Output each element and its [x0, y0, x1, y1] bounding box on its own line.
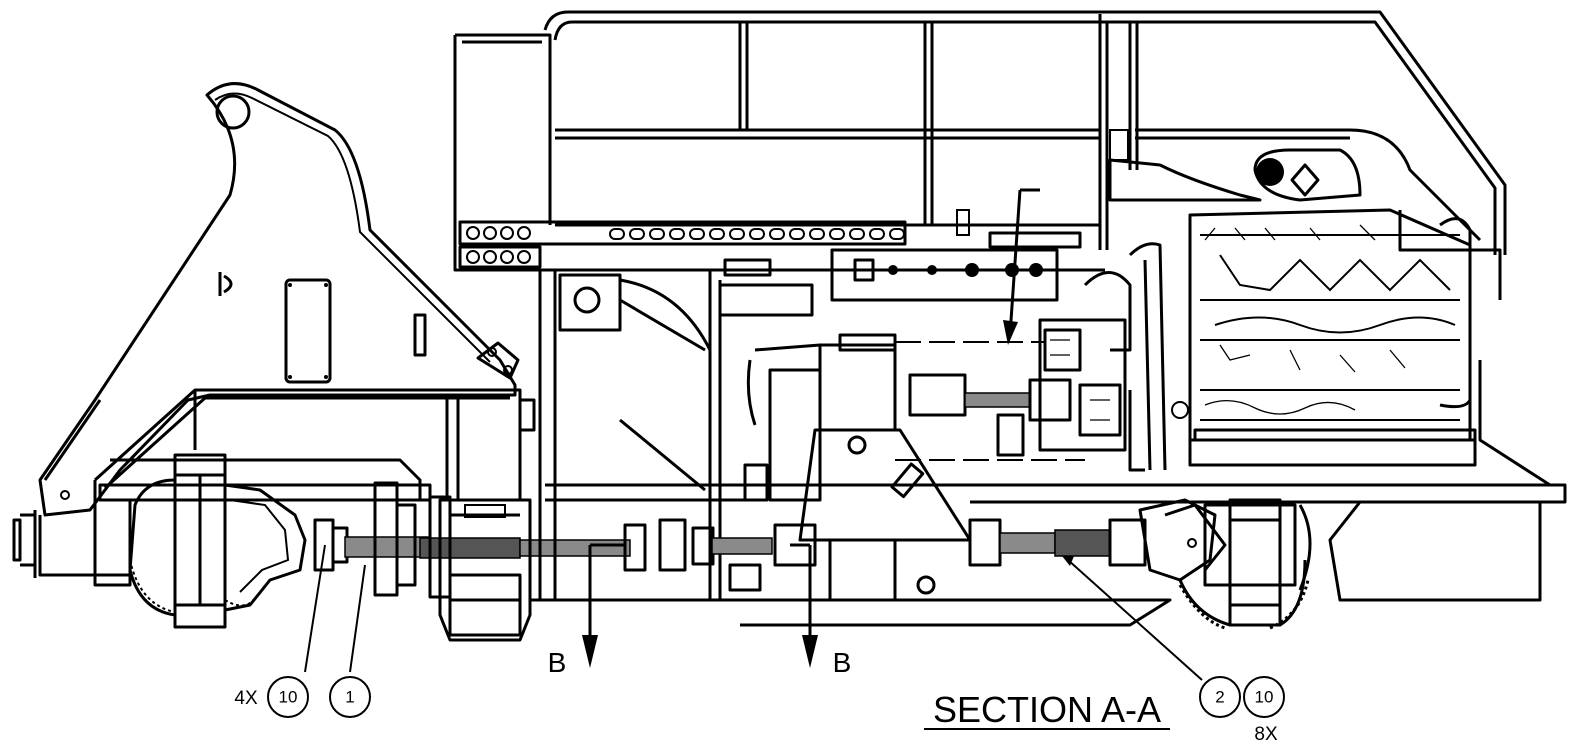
balloon-label-10-rear: 10: [1255, 688, 1274, 707]
ladder-hole: [709, 228, 725, 240]
ladder-hole: [669, 228, 685, 240]
balloon-label-2: 2: [1215, 688, 1224, 707]
lift-arm: [12, 82, 520, 578]
ladder-hole: [769, 228, 785, 240]
balloon-qty-8x: 8X: [1254, 724, 1278, 745]
front-chassis: [93, 388, 536, 587]
rear-axle: [1138, 498, 1312, 630]
item-balloons: 4X 10 1 2 10 8X: [234, 676, 1285, 745]
section-title-group: SECTION A-A: [924, 689, 1170, 730]
step-ladder: [458, 220, 907, 269]
ladder-hole: [483, 250, 497, 264]
ladder-hole: [500, 250, 514, 264]
section-title: SECTION A-A: [933, 689, 1161, 730]
upper-frame: [453, 10, 1507, 272]
section-cut-b-b: B B: [548, 543, 852, 678]
ladder-hole: [689, 228, 705, 240]
section-arrow-right: [802, 635, 818, 668]
front-axle: [128, 453, 307, 629]
ladder-hole: [517, 226, 531, 240]
ladder-hole: [809, 228, 825, 240]
balloon-item-2: [1199, 676, 1241, 718]
upper-driveline: [895, 188, 1085, 461]
ladder-hole: [466, 250, 480, 264]
pump-cluster: [996, 271, 1132, 457]
ladder-hole: [649, 228, 665, 240]
ladder-hole: [729, 228, 745, 240]
engine: [1128, 148, 1477, 472]
balloon-qty-4x: 4X: [234, 688, 258, 709]
ladder-hole: [849, 228, 865, 240]
section-marker-left: B: [548, 647, 567, 678]
ladder-hole: [629, 228, 645, 240]
ladder-hole: [483, 226, 497, 240]
balloon-item-10-front: [267, 676, 309, 718]
balloon-item-1: [329, 676, 371, 718]
ladder-hole: [517, 250, 531, 264]
rear-driveshaft: [623, 518, 1147, 572]
ladder-hole: [889, 228, 905, 240]
balloon-label-10-front: 10: [279, 688, 298, 707]
balloon-label-1: 1: [345, 688, 354, 707]
brake-assembly: [438, 498, 532, 642]
section-marker-right: B: [833, 647, 852, 678]
ladder-hole: [466, 226, 480, 240]
ladder-hole: [749, 228, 765, 240]
section-arrow-left: [582, 635, 598, 668]
leader-lines: [304, 544, 1203, 681]
ladder-hole: [609, 228, 625, 240]
ladder-hole: [829, 228, 845, 240]
balloon-item-10-rear: [1243, 676, 1285, 718]
ladder-hole: [500, 226, 514, 240]
ladder-hole: [869, 228, 885, 240]
ladder-hole: [789, 228, 805, 240]
